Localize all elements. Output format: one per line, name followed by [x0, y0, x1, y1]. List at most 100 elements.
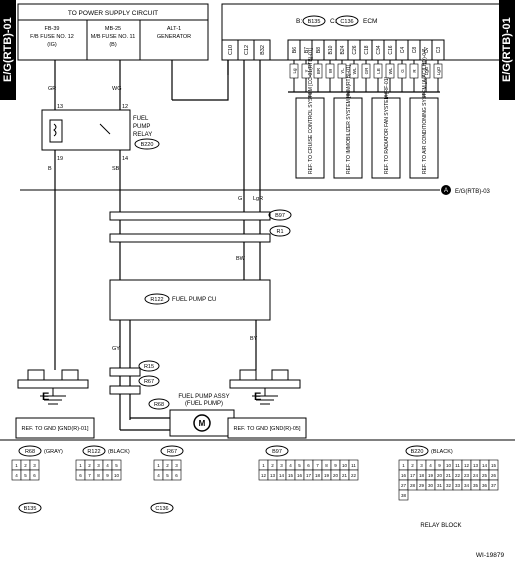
conn-view-pin-num: 5 — [298, 463, 301, 468]
svg-text:A: A — [444, 188, 448, 194]
conn-view-id: B220 — [411, 449, 424, 455]
conn-view-pin-num: 4 — [429, 463, 432, 468]
ground-right-ref: REF. TO GND [GND(R)-05] — [233, 426, 300, 432]
ecm-wire-code: WL — [388, 67, 393, 74]
fuse-1-desc: F/B FUSE NO. 12 — [30, 34, 74, 40]
conn-view-pin-num: 13 — [270, 473, 276, 478]
conn-view-id-oval — [405, 445, 429, 457]
conn-view-id: R67 — [167, 449, 177, 455]
pump-title-1: FUEL PUMP ASSY — [178, 394, 229, 400]
conn-view-pin-num: 17 — [306, 473, 312, 478]
conn-view-color: (BLACK) — [108, 449, 130, 455]
conn-view-pin-num: 10 — [114, 473, 120, 478]
relay-block-label: RELAY BLOCK — [420, 523, 461, 529]
ecm-wire-tag-box — [301, 63, 311, 79]
conn-view-pin-num: 1 — [79, 463, 82, 468]
wire-tags: GR WG B SB G LgR GY BY BW — [48, 86, 263, 352]
conn-view-pin-num: 34 — [464, 483, 470, 488]
conn-view-pin-num: 17 — [410, 473, 416, 478]
conn-view-pin-num: 30 — [428, 483, 434, 488]
conn-view-color: (BLACK) — [431, 449, 453, 455]
arrow-ref-text: E/G(RTB)-03 — [455, 189, 491, 195]
ecm-wire-tag-box — [349, 63, 359, 79]
conn-view-pin-num: 1 — [157, 463, 160, 468]
conn-view-id-oval — [150, 502, 174, 514]
conn-view-pin-num: 16 — [401, 473, 407, 478]
conn-view-pin-num: 35 — [473, 483, 479, 488]
conn-view-pin-num: 22 — [455, 473, 461, 478]
conn-view-pin-num: 5 — [115, 463, 118, 468]
conn-view-id-oval — [265, 445, 289, 457]
ecm-label-c: C: — [330, 18, 337, 25]
ecm-wire-tag-box — [385, 63, 395, 79]
ecm-label-b: B: — [296, 18, 302, 25]
conn-view-id: R68 — [25, 449, 35, 455]
relay-title-3: RELAY — [133, 132, 152, 138]
ref-box-text: REF. TO IMMOBILIZER SYSTEM [IMM(RTB)-01] — [346, 64, 352, 174]
fuel-pump-relay: FUEL PUMP RELAY B220 13 12 19 14 — [41, 104, 160, 162]
conn-view-pin-num: 31 — [437, 483, 443, 488]
conn-view-pin-num: 32 — [446, 483, 452, 488]
ecm-wire-tag-box — [373, 63, 383, 79]
ref-box — [409, 97, 439, 179]
conn-view-pin-num: 13 — [473, 463, 479, 468]
ecm-wire-code: LB — [376, 68, 381, 74]
relay-pin-12: 12 — [122, 104, 128, 110]
conn-view-pin-num: 2 — [271, 463, 274, 468]
conn-view-pin-num: 25 — [482, 473, 488, 478]
conn-view-pin-num: 12 — [464, 463, 470, 468]
conn-view-pin-num: 2 — [88, 463, 91, 468]
conn-view-pin-num: 6 — [79, 473, 82, 478]
ecm-pin: C4 — [400, 47, 406, 54]
ecm-wire-tag-box — [421, 63, 431, 79]
tag-bw: BW — [236, 256, 246, 262]
ecm-wire-tag-box — [289, 63, 299, 79]
conn-r15: R15 — [144, 364, 154, 370]
fuel-pump-cu: R122 FUEL PUMP CU — [109, 279, 271, 321]
conn-view-id-oval — [82, 445, 106, 457]
fuel-pump-assy: FUEL PUMP ASSY (FUEL PUMP) M — [169, 394, 235, 437]
conn-view-pin — [348, 469, 359, 481]
conn-view-id: R122 — [87, 449, 100, 455]
conn-view-pin-num: 37 — [491, 483, 497, 488]
fuse-2-sub: (B) — [109, 42, 117, 48]
conn-view-pin-num: 19 — [324, 473, 330, 478]
conn-view-pin-num: 9 — [438, 463, 441, 468]
ecm-pin: C3 — [436, 47, 442, 54]
conn-view-pin — [488, 479, 499, 491]
ecm-pin: C8 — [412, 47, 418, 54]
ecm-pin: B7 — [304, 47, 310, 53]
fuse-2-name: MB-25 — [105, 26, 121, 32]
conn-view-pin-num: 36 — [482, 483, 488, 488]
ecm-pin: B10 — [328, 45, 334, 54]
conn-b97: B97 — [275, 213, 285, 219]
conn-view-pin-num: 10 — [342, 463, 348, 468]
power-supply-box: TO POWER SUPPLY CIRCUIT FB-39 F/B FUSE N… — [17, 3, 209, 61]
conn-view-pin-num: 2 — [166, 463, 169, 468]
conn-view-pin-num: 21 — [446, 473, 452, 478]
relay-pin-14: 14 — [122, 156, 128, 162]
conn-view-pin-num: 2 — [411, 463, 414, 468]
ecm-wire-tag-box — [337, 63, 347, 79]
conn-view-pin — [171, 469, 182, 481]
arrow-reference: A E/G(RTB)-03 — [20, 185, 491, 195]
ecm-wire-code: LgO — [436, 66, 441, 75]
ecm-lower-pin: C10 — [228, 45, 234, 55]
tag-b: B — [48, 166, 52, 172]
ecm-pin: C16 — [388, 45, 394, 54]
conn-view-pin-num: 1 — [262, 463, 265, 468]
conn-view-pin-num: 1 — [15, 463, 18, 468]
fuse-3-name: ALT-1 — [167, 26, 181, 32]
ecm-wire-tag-box — [361, 63, 371, 79]
reference-boxes: REF. TO CRUISE CONTROL SYSTEM [CC-01(RTB… — [295, 47, 439, 179]
fuse-1-sub: (IG) — [47, 42, 57, 48]
conn-view-id-oval — [18, 445, 42, 457]
ecm-wire-code: GR — [364, 67, 369, 75]
ecm-wire-code: BR — [316, 67, 321, 74]
conn-view-pin-num: 16 — [297, 473, 303, 478]
